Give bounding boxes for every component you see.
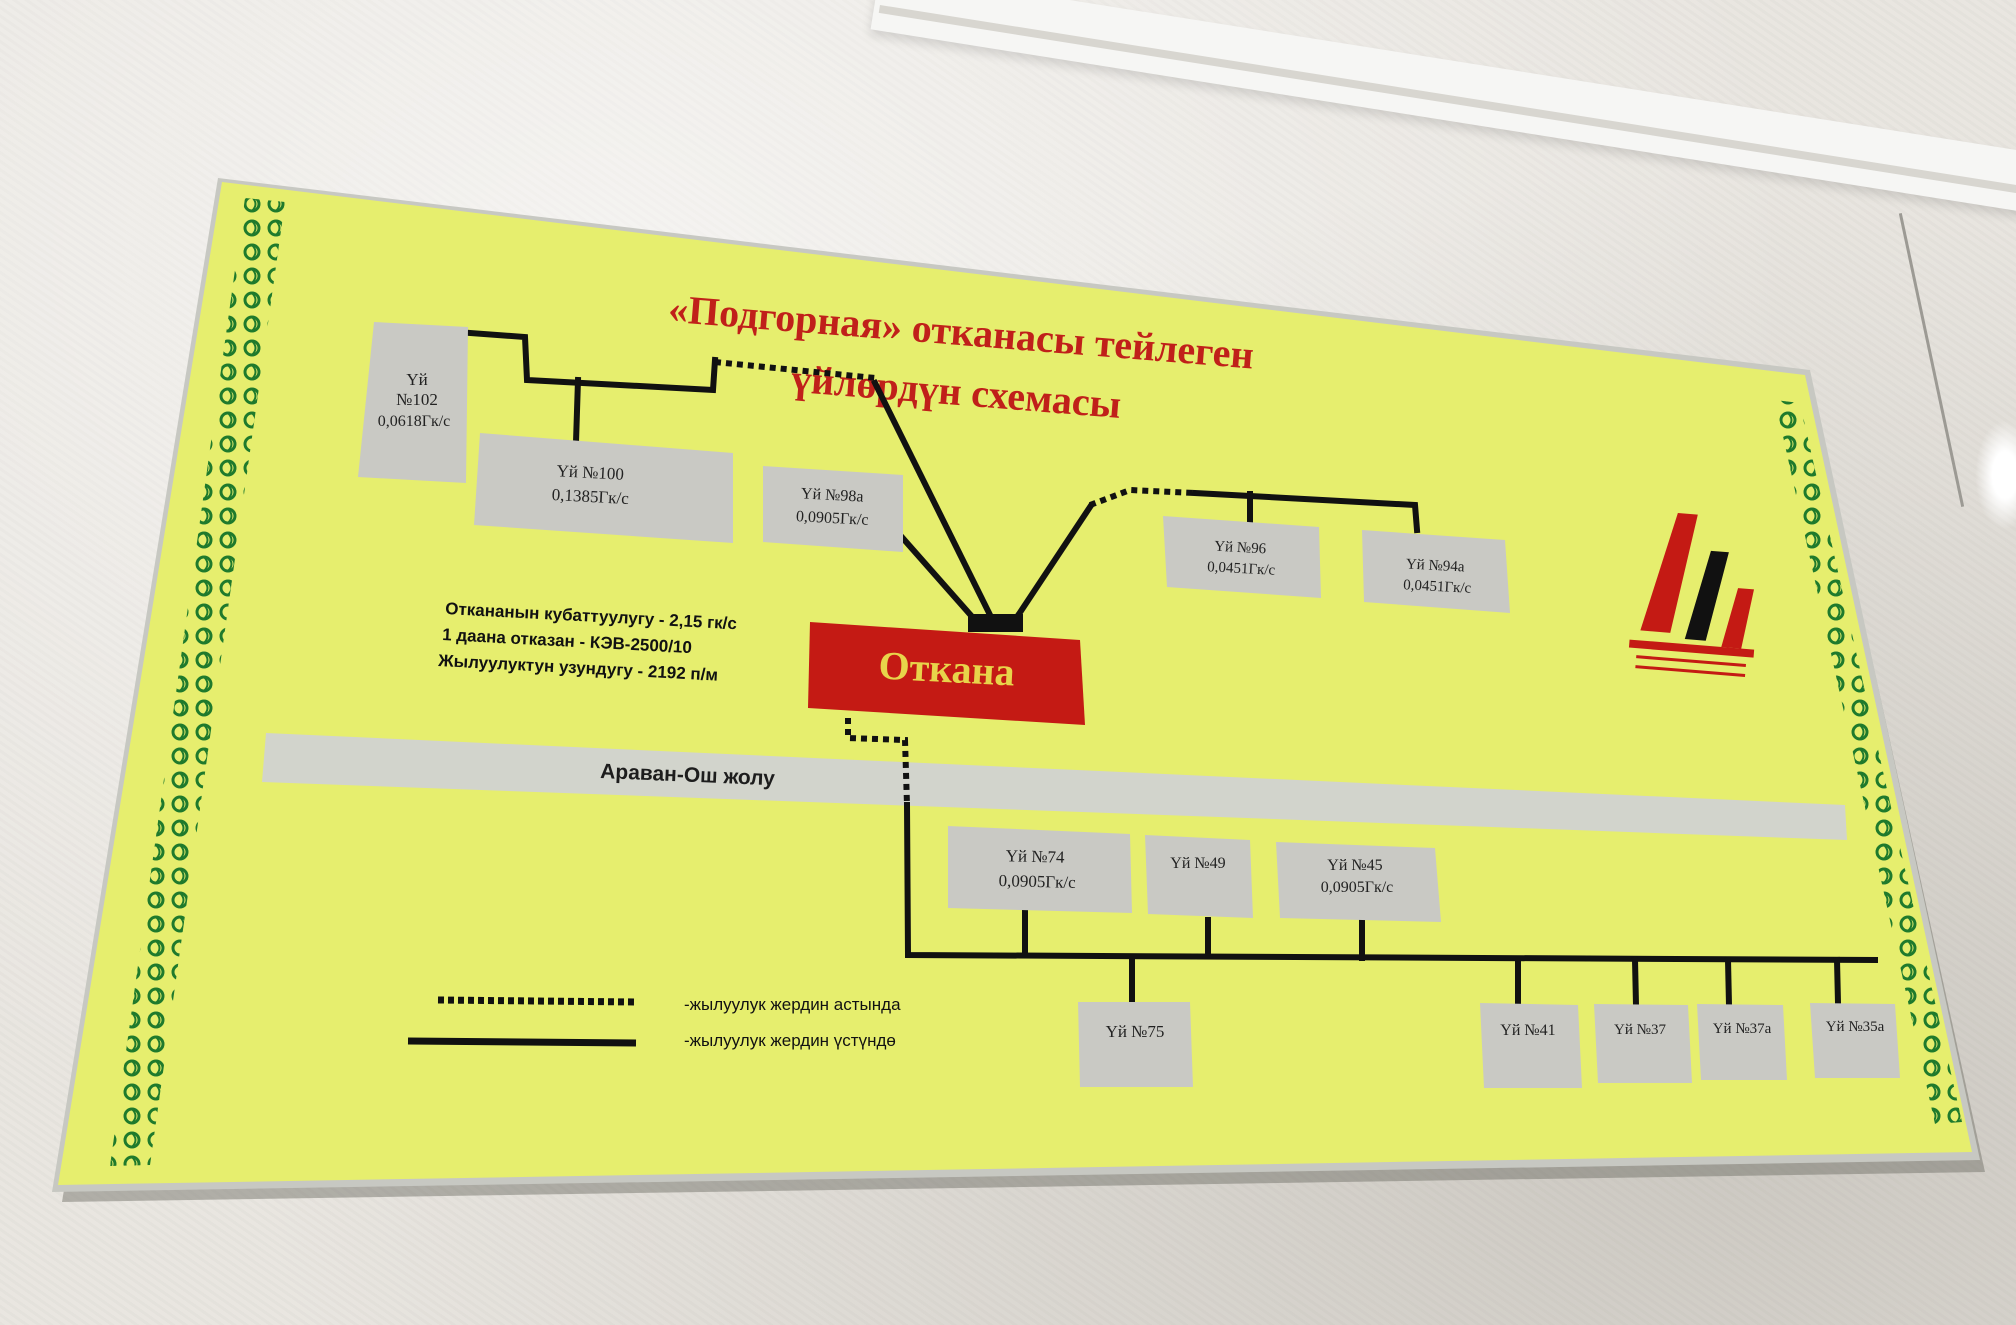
boiler-house: Откана	[808, 622, 1085, 725]
house-37-name: Үй №37	[1614, 1022, 1666, 1038]
house-94a-name: Үй №94а	[1406, 556, 1466, 575]
house-49-box	[1145, 835, 1253, 918]
house-100-value: 0,1385Гк/с	[551, 485, 629, 508]
house-37a-name: Үй №37а	[1713, 1021, 1772, 1037]
house-37a-box	[1697, 1004, 1787, 1080]
house-100-name: Үй №100	[556, 461, 624, 483]
boiler-label: Откана	[877, 642, 1015, 694]
house-74: Үй №74 0,0905Гк/с	[948, 826, 1132, 913]
house-98a-name: Үй №98а	[801, 485, 864, 505]
house-98a-value: 0,0905Гк/с	[796, 508, 869, 529]
house-102-value: 0,0618Гк/с	[378, 413, 451, 430]
house-98a-box	[763, 466, 903, 552]
house-96-value: 0,0451Гк/с	[1207, 559, 1276, 579]
house-45-box	[1276, 842, 1441, 922]
house-45-value: 0,0905Гк/с	[1321, 879, 1394, 896]
legend: -жылуулук жердин астында -жылуулук жерди…	[407, 995, 901, 1050]
house-94a: Үй №94а 0,0451Гк/с	[1362, 530, 1510, 613]
heating-pipes-underground	[714, 359, 1196, 806]
house-35a-name: Үй №35а	[1826, 1019, 1885, 1035]
house-41-box	[1480, 1003, 1582, 1088]
house-41-name: Үй №41	[1500, 1022, 1555, 1039]
house-100-box	[474, 433, 733, 543]
house-41: Үй №41	[1480, 1003, 1582, 1088]
house-94a-value: 0,0451Гк/с	[1403, 577, 1472, 597]
house-102: Үй №102 0,0618Гк/с	[358, 322, 468, 483]
logo-red-stripe	[1640, 513, 1698, 633]
boiler-pipe-connector	[968, 614, 1023, 632]
logo-caption-line	[1636, 655, 1746, 667]
house-49: Үй №49	[1145, 835, 1253, 918]
house-102-number: №102	[396, 390, 438, 409]
legend-solid-sample	[407, 1037, 637, 1047]
house-45: Үй №45 0,0905Гк/с	[1276, 842, 1441, 922]
company-logo	[1628, 513, 1755, 677]
house-45-name: Үй №45	[1327, 857, 1382, 874]
house-74-name: Үй №74	[1005, 846, 1065, 867]
house-94a-box	[1362, 530, 1510, 613]
logo-caption-line-2	[1635, 665, 1746, 677]
right-ornament-border	[1775, 400, 1962, 1124]
house-96-name: Үй №96	[1214, 539, 1267, 558]
house-37: Үй №37	[1594, 1004, 1692, 1083]
road-strip	[262, 733, 1847, 840]
house-74-box	[948, 826, 1132, 913]
boiler-box	[808, 622, 1085, 725]
house-75: Үй №75	[1078, 1002, 1193, 1087]
house-74-value: 0,0905Гк/с	[998, 871, 1076, 892]
house-35a: Үй №35а	[1810, 1003, 1900, 1078]
wall-patch	[1975, 420, 2016, 530]
house-100: Үй №100 0,1385Гк/с	[474, 433, 733, 543]
house-98a: Үй №98а 0,0905Гк/с	[763, 466, 903, 552]
house-75-box	[1078, 1002, 1193, 1087]
logo-black-stripe	[1684, 550, 1729, 641]
house-102-box	[358, 322, 468, 483]
logo-red-stripe-small	[1721, 588, 1754, 649]
house-37-box	[1594, 1004, 1692, 1083]
house-35a-box	[1810, 1003, 1900, 1078]
house-75-name: Үй №75	[1106, 1022, 1165, 1041]
house-96-box	[1163, 516, 1321, 598]
logo-base-bar	[1628, 639, 1755, 658]
house-49-name: Үй №49	[1170, 855, 1225, 872]
house-37a: Үй №37а	[1697, 1004, 1787, 1080]
house-102-name: Үй	[406, 370, 427, 389]
left-ornament-border	[110, 198, 285, 1166]
legend-dashed-sample	[437, 996, 637, 1006]
house-96: Үй №96 0,0451Гк/с	[1163, 516, 1321, 598]
legend-underground-label: -жылуулук жердин астында	[684, 995, 901, 1014]
legend-overground-label: -жылуулук жердин үстүндө	[684, 1031, 896, 1050]
heating-pipes-overground	[466, 329, 1879, 1009]
